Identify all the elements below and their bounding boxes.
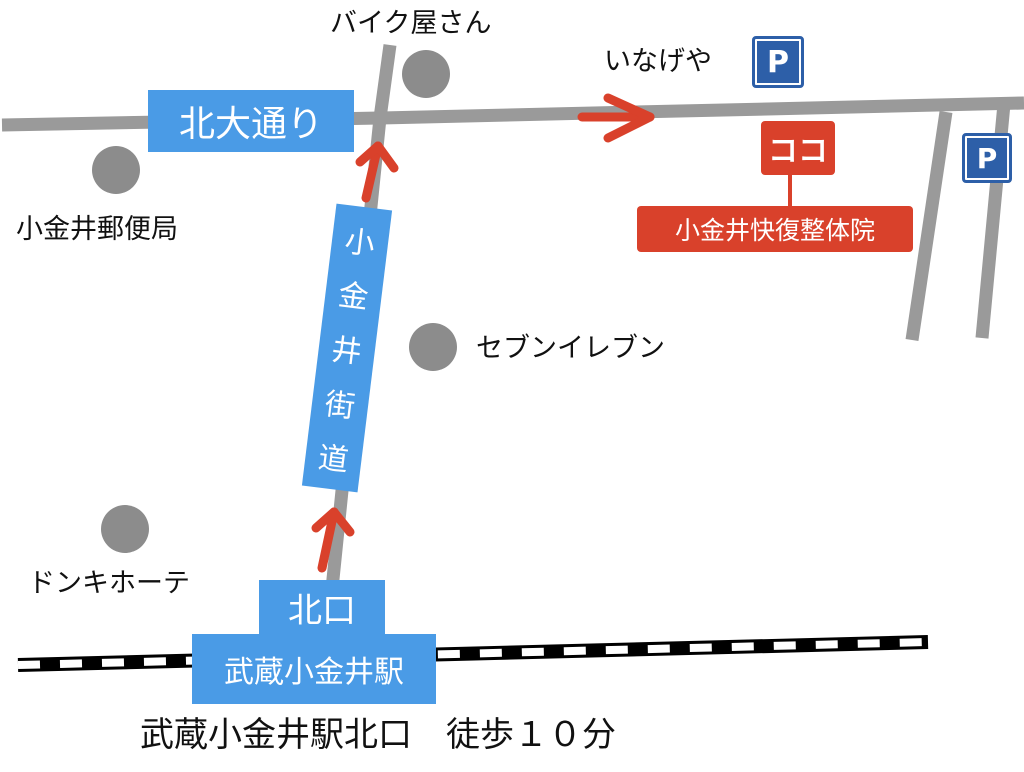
station-name-label: 武蔵小金井駅 [192, 634, 436, 704]
donki-dot [101, 505, 149, 553]
destination-marker: ココ [761, 121, 835, 175]
seven-eleven-dot [409, 323, 457, 371]
north-exit-label: 北口 [259, 580, 385, 634]
kaido-char-3: 井 [329, 332, 364, 371]
seven-eleven-label: セブンイレブン [476, 333, 665, 364]
route-arrow-east [577, 93, 655, 143]
kaido-char-4: 街 [322, 386, 357, 425]
bike-shop-dot [402, 50, 450, 98]
kaido-char-2: 金 [336, 277, 371, 317]
post-office-label: 小金井郵便局 [16, 214, 178, 245]
parking-icon: P [752, 36, 804, 88]
kita-odori-label: 北大通り [148, 90, 354, 152]
railway-line [17, 635, 929, 672]
kaido-char-5: 道 [316, 440, 351, 480]
donki-label: ドンキホーテ [28, 568, 190, 599]
route-arrow-upper [355, 141, 399, 203]
side-road-1 [905, 111, 953, 341]
post-office-dot [92, 146, 140, 194]
route-arrow-lower [311, 507, 355, 573]
destination-name-label: 小金井快復整体院 [637, 206, 913, 252]
parking-icon: P [962, 133, 1012, 183]
access-note: 武蔵小金井駅北口 徒歩１０分 [140, 715, 616, 755]
bike-shop-label: バイク屋さん [330, 8, 492, 39]
inageya-label: いなげや [604, 46, 712, 77]
kaido-char-1: 小 [342, 223, 377, 263]
